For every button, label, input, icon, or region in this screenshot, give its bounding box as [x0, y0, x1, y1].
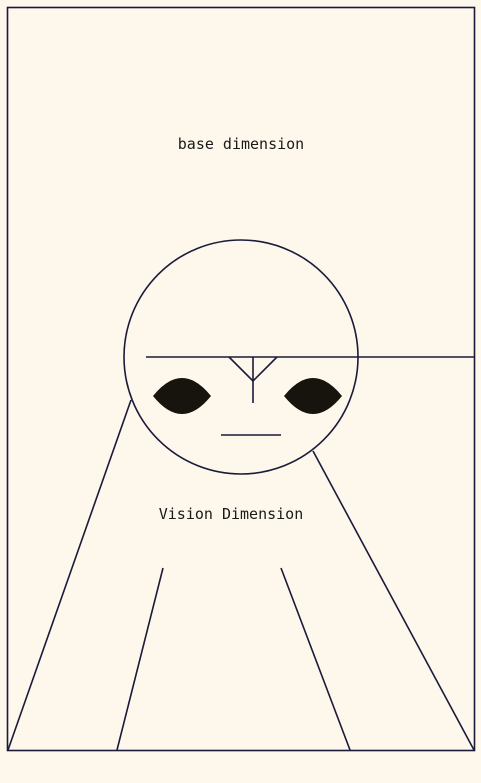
outer-left-line	[7, 399, 132, 751]
nose-mark	[228, 356, 278, 403]
base-dimension-label: base dimension	[178, 135, 304, 153]
vision-dimension-label: Vision Dimension	[159, 505, 304, 523]
outer-right-line	[312, 450, 475, 751]
left-eye	[153, 378, 211, 414]
inner-right-line	[280, 567, 351, 751]
right-eye	[284, 378, 342, 414]
inner-left-line	[116, 567, 164, 751]
outer-frame	[6, 6, 476, 752]
